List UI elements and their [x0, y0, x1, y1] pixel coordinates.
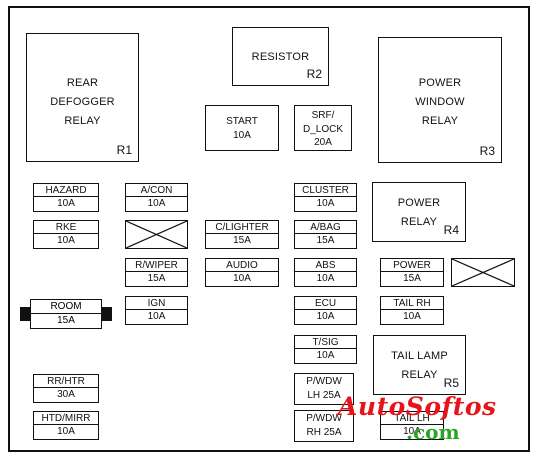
fuse-amp: 15A: [403, 273, 421, 284]
fuse-name: ROOM: [31, 300, 101, 314]
fuse-rke: RKE 10A: [33, 220, 99, 249]
fuse-name: C/LIGHTER: [206, 221, 278, 234]
fuse-room: ROOM 15A: [30, 299, 102, 329]
fuse-name: P/WDW: [306, 376, 342, 387]
empty-fuse-slot-1: [125, 220, 188, 249]
empty-fuse-slot-2: [451, 258, 515, 287]
fuse-amp: RH 25A: [306, 427, 342, 438]
fuse-hazard: HAZARD 10A: [33, 183, 99, 212]
fuse-name: A/CON: [126, 184, 187, 197]
fuse-name: ECU: [295, 297, 356, 310]
rear-defogger-relay: REAR DEFOGGER RELAY R1: [26, 33, 139, 162]
fuse-amp: 10A: [57, 198, 75, 209]
fuse-amp: 10A: [233, 273, 251, 284]
relay-label: RESISTOR: [251, 51, 310, 63]
fuse-amp: 10A: [233, 130, 251, 141]
fuse-amp: 10A: [147, 198, 166, 209]
relay-label: POWER RELAY: [397, 197, 441, 228]
fuse-p-wdw-lh: P/WDW LH 25A: [294, 373, 354, 405]
fuse-amp: 15A: [147, 273, 166, 284]
watermark-domain: .com: [406, 420, 460, 444]
resistor: RESISTOR R2: [232, 27, 329, 86]
fuse-name: CLUSTER: [295, 184, 356, 197]
fuse-amp: 10A: [403, 311, 421, 322]
fuse-tail-lh: TAIL LH 10A: [380, 411, 444, 440]
watermark: AutoSoftos .com: [338, 392, 538, 454]
fuse-amp: 10A: [316, 311, 335, 322]
fuse-name: SRF/ D_LOCK: [302, 110, 343, 135]
fuse-name: HTD/MIRR: [34, 412, 98, 425]
fuse-htd-mirr: HTD/MIRR 10A: [33, 411, 99, 440]
fuse-power: POWER 15A: [380, 258, 444, 287]
fuse-amp: LH 25A: [307, 390, 341, 401]
fuse-name: RKE: [34, 221, 98, 234]
fuse-r-wiper: R/WIPER 15A: [125, 258, 188, 287]
tail-lamp-relay: TAIL LAMP RELAY R5: [373, 335, 466, 395]
relay-label: REAR DEFOGGER RELAY: [50, 77, 115, 127]
fuse-name: POWER: [381, 259, 443, 272]
relay-label: TAIL LAMP RELAY: [391, 350, 448, 381]
fuse-amp: 10A: [147, 311, 166, 322]
fuse-amp: 20A: [314, 137, 332, 148]
relay-label: POWER WINDOW RELAY: [415, 77, 465, 127]
fuse-name: TAIL RH: [381, 297, 443, 310]
fuse-srf-dlock: SRF/ D_LOCK 20A: [294, 105, 352, 151]
fuse-name: ABS: [295, 259, 356, 272]
fuse-a-bag: A/BAG 15A: [294, 220, 357, 249]
fuse-amp: 15A: [316, 235, 335, 246]
fuse-cluster: CLUSTER 10A: [294, 183, 357, 212]
relay-code: R4: [443, 223, 459, 237]
room-fuse-right-tab: [102, 307, 112, 321]
fuse-amp: 10A: [316, 273, 335, 284]
fuse-tail-rh: TAIL RH 10A: [380, 296, 444, 325]
fuse-name: HAZARD: [34, 184, 98, 197]
fuse-ign: IGN 10A: [125, 296, 188, 325]
room-fuse-left-tab: [20, 307, 30, 321]
fuse-c-lighter: C/LIGHTER 15A: [205, 220, 279, 249]
fuse-rr-htr: RR/HTR 30A: [33, 374, 99, 403]
fuse-p-wdw-rh: P/WDW RH 25A: [294, 410, 354, 442]
watermark-text: AutoSoftos: [338, 392, 497, 421]
fuse-name: A/BAG: [295, 221, 356, 234]
fuse-name: AUDIO: [206, 259, 278, 272]
fuse-name: START: [226, 116, 258, 127]
fuse-a-con: A/CON 10A: [125, 183, 188, 212]
fuse-ecu: ECU 10A: [294, 296, 357, 325]
fuse-name: RR/HTR: [34, 375, 98, 388]
power-relay: POWER RELAY R4: [372, 182, 466, 242]
fuse-amp: 10A: [316, 198, 335, 209]
fuse-amp: 15A: [57, 315, 75, 326]
cross-mark-icon: [126, 221, 187, 248]
fuse-name: TAIL LH: [381, 412, 443, 425]
fuse-t-sig: T/SIG 10A: [294, 335, 357, 364]
fuse-amp: 30A: [57, 389, 75, 400]
relay-code: R2: [306, 67, 322, 81]
fuse-amp: 10A: [57, 426, 75, 437]
fuse-name: P/WDW: [306, 413, 342, 424]
fuse-amp: 10A: [57, 235, 75, 246]
cross-mark-icon: [452, 259, 514, 286]
fuse-amp: 10A: [316, 350, 335, 361]
fuse-name: T/SIG: [295, 336, 356, 349]
fuse-amp: 15A: [233, 235, 251, 246]
fuse-abs: ABS 10A: [294, 258, 357, 287]
fuse-name: R/WIPER: [126, 259, 187, 272]
relay-code: R3: [479, 144, 495, 158]
power-window-relay: POWER WINDOW RELAY R3: [378, 37, 502, 163]
fuse-start: START 10A: [205, 105, 279, 151]
relay-code: R5: [443, 376, 459, 390]
relay-code: R1: [116, 143, 132, 157]
fuse-amp: 10A: [403, 426, 421, 437]
fuse-name: IGN: [126, 297, 187, 310]
fuse-audio: AUDIO 10A: [205, 258, 279, 287]
